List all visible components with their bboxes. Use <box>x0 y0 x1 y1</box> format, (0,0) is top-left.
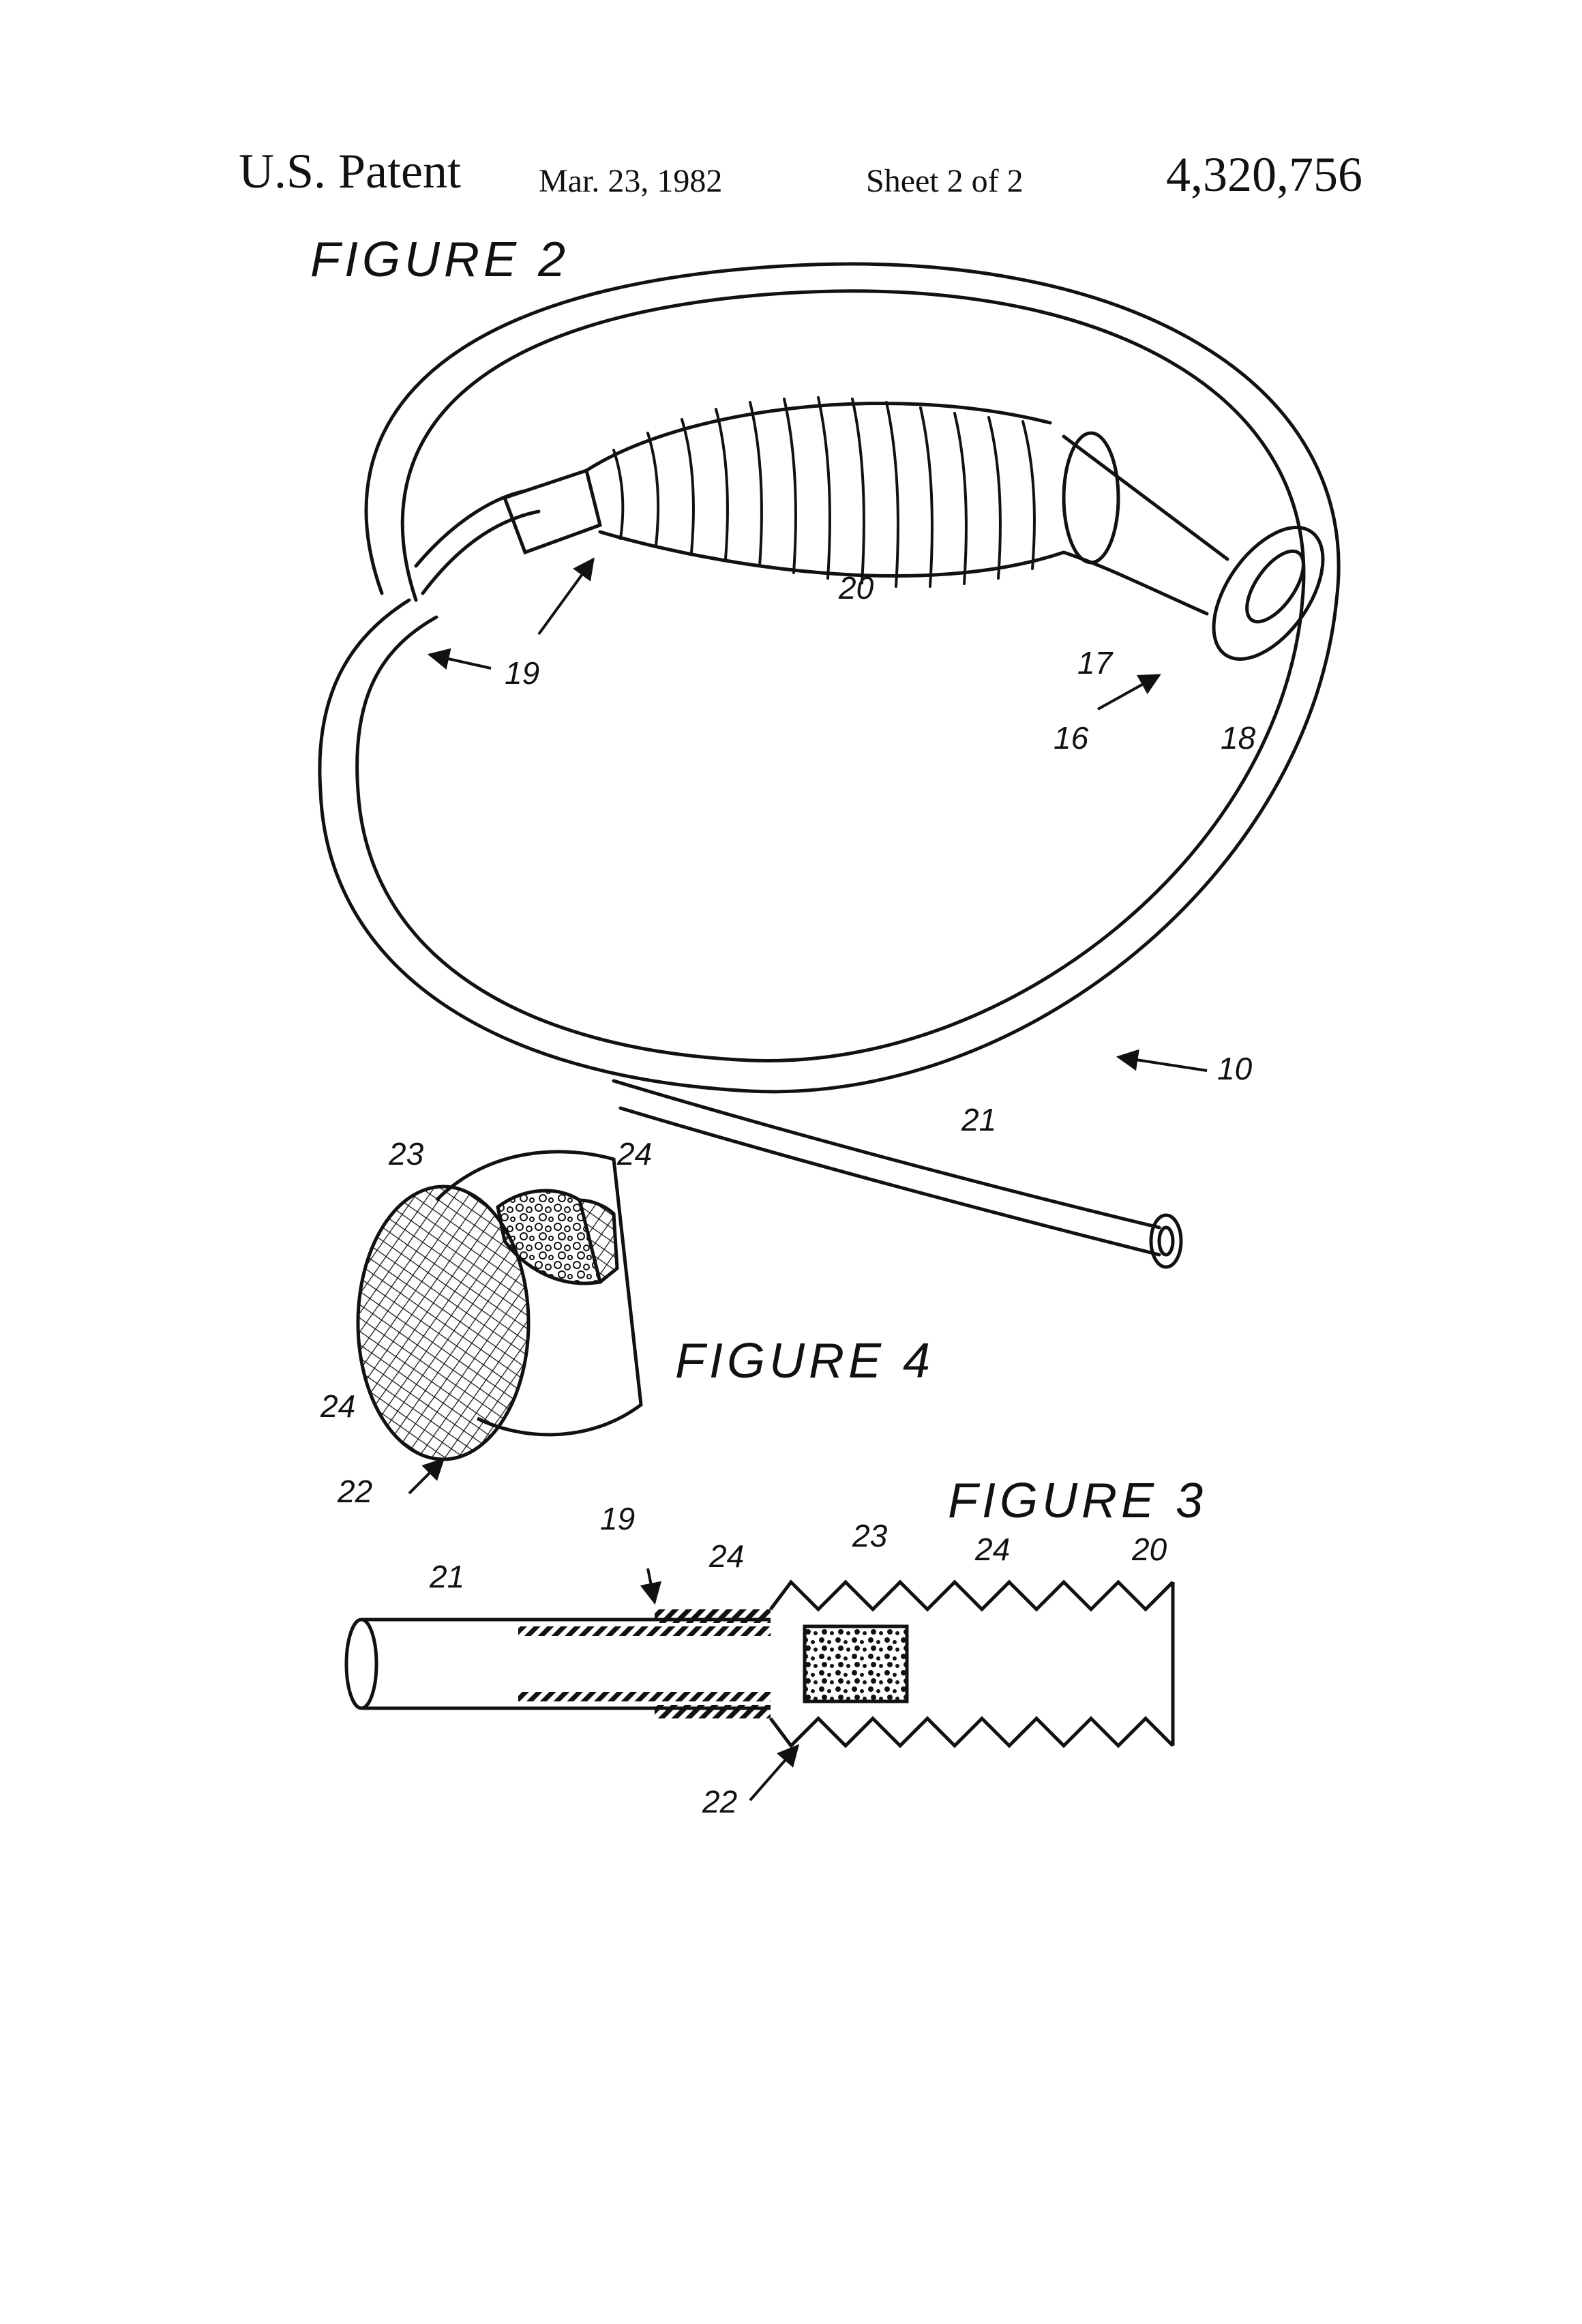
figure-4-title: FIGURE 4 <box>675 1334 935 1388</box>
ref-17: 17 <box>1077 645 1113 681</box>
ref-23-fig4: 23 <box>389 1136 424 1172</box>
ref-10: 10 <box>1217 1051 1253 1086</box>
sheet-number: Sheet 2 of 2 <box>866 163 1024 199</box>
ref-20-fig3: 20 <box>1132 1532 1167 1567</box>
figure-2-title: FIGURE 2 <box>310 233 570 287</box>
ref-24-fig3-right: 24 <box>975 1532 1011 1567</box>
ref-24-fig3-left: 24 <box>709 1538 745 1574</box>
patent-label: U.S. Patent <box>239 144 462 198</box>
ref-23-fig3: 23 <box>852 1518 888 1553</box>
ref-22-fig4: 22 <box>338 1474 373 1509</box>
ref-20-fig2: 20 <box>839 570 874 606</box>
ref-19-fig3: 19 <box>600 1501 636 1536</box>
figure-3-drawing <box>344 1579 1175 1748</box>
figure-3-title: FIGURE 3 <box>948 1474 1208 1528</box>
ref-24-fig4-top: 24 <box>617 1136 653 1172</box>
ref-19-fig2: 19 <box>505 655 540 691</box>
patent-number: 4,320,756 <box>1166 147 1362 202</box>
figure-2-drawing <box>318 262 1341 1269</box>
ref-22-fig3: 22 <box>702 1784 738 1819</box>
ref-21-fig2: 21 <box>961 1102 997 1137</box>
ref-18: 18 <box>1221 720 1256 756</box>
figure-4-drawing <box>356 1150 643 1461</box>
patent-date: Mar. 23, 1982 <box>539 163 723 199</box>
ref-21-fig3: 21 <box>430 1559 465 1594</box>
ref-16: 16 <box>1054 720 1089 756</box>
ref-24-fig4-bottom: 24 <box>320 1388 356 1424</box>
